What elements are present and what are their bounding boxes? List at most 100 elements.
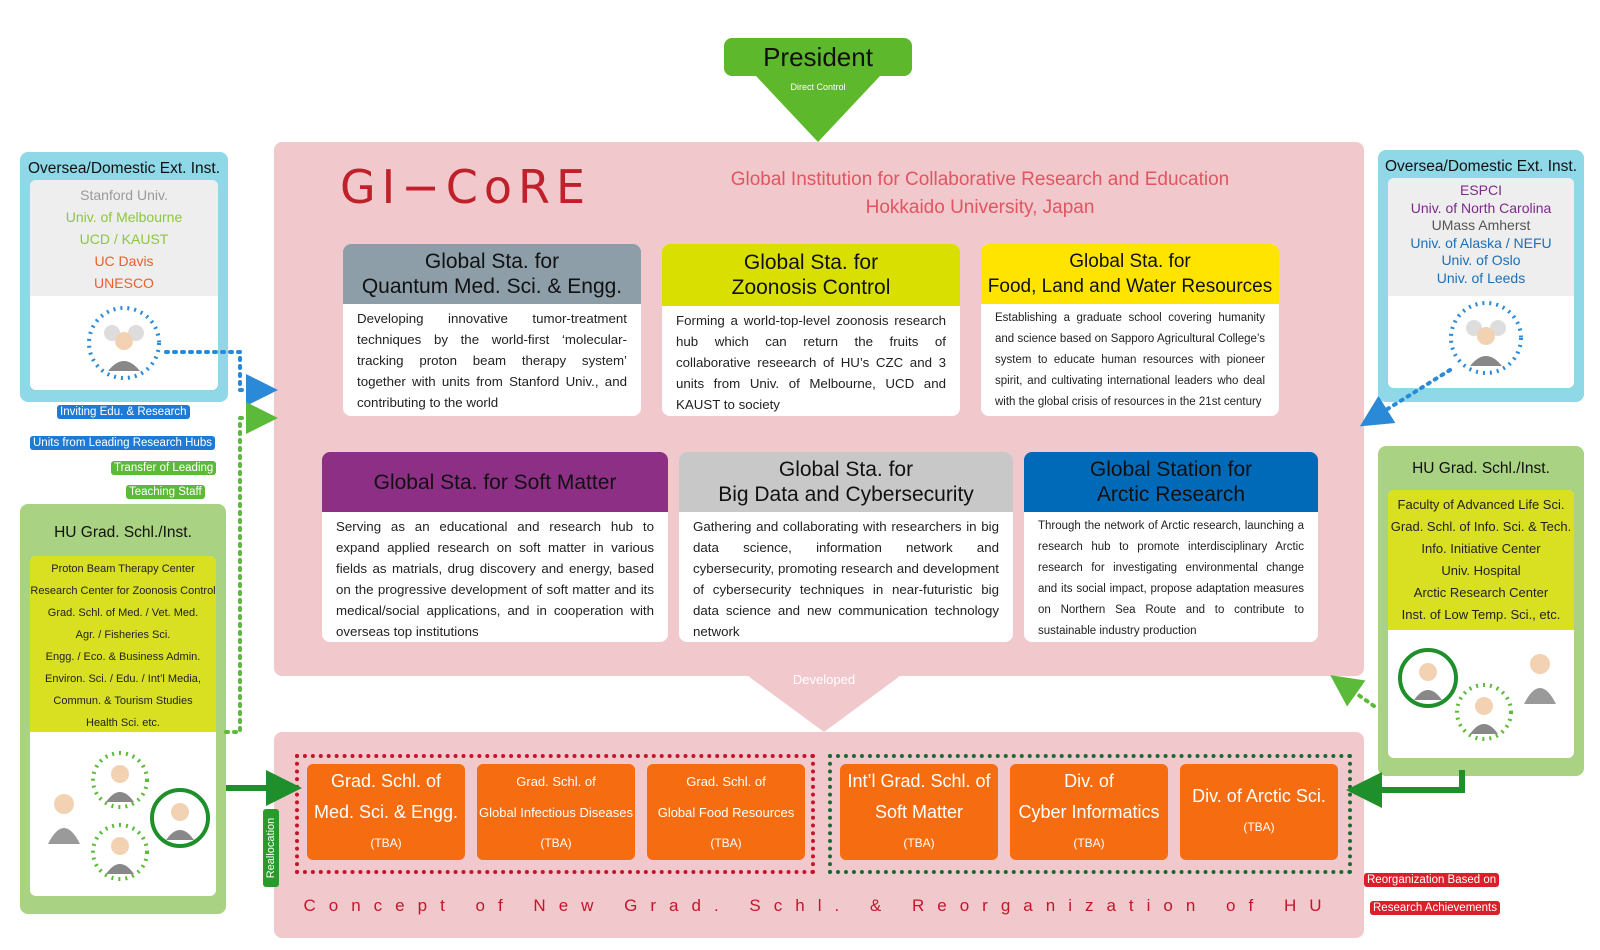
- list-item: UMass Amherst: [1431, 217, 1531, 233]
- transfer-label: Transfer of Leading: [111, 461, 217, 475]
- gicore-logo: GI−CoRE: [340, 160, 592, 214]
- institution-name-line2: Hokkaido University, Japan: [865, 197, 1095, 218]
- school-tba: (TBA): [370, 835, 402, 850]
- list-item: Univ. Hospital: [1441, 563, 1521, 578]
- direct-control-label: Direct Control: [790, 82, 846, 92]
- school-line1: Grad. Schl. of: [686, 773, 766, 789]
- left-ext-inst-list: Stanford Univ. Univ. of Melbourne UCD / …: [30, 180, 218, 296]
- station-soft-matter: Global Sta. for Soft Matter Serving as a…: [322, 452, 668, 642]
- list-item: Stanford Univ.: [80, 187, 168, 203]
- left-hu-list: Proton Beam Therapy Center Research Cent…: [30, 556, 216, 732]
- school-tba: (TBA): [1073, 835, 1105, 850]
- list-item: Inst. of Low Temp. Sci., etc.: [1401, 607, 1561, 622]
- station-title-line1: Global Sta. for: [778, 458, 914, 481]
- station-title-line2: Big Data and Cybersecurity: [718, 483, 974, 506]
- right-hu-list: Faculty of Advanced Life Sci. Grad. Schl…: [1388, 490, 1574, 630]
- list-item: Univ. of Alaska / NEFU: [1410, 234, 1552, 251]
- professor-icon: [48, 794, 80, 844]
- list-item: Arctic Research Center: [1413, 585, 1549, 600]
- direct-control-arrow: [756, 76, 880, 142]
- left-ext-inst-title: Oversea/Domestic Ext. Inst.: [27, 160, 221, 177]
- list-item: Grad. Schl. of Med. / Vet. Med.: [47, 607, 199, 619]
- list-item: Health Sci. etc.: [86, 717, 160, 729]
- school-line2: Soft Matter: [874, 801, 964, 822]
- list-item: Research Center for Zoonosis Control: [30, 585, 216, 597]
- school-cyber-informatics: Div. of Cyber Informatics (TBA): [1010, 764, 1168, 860]
- school-line1: Div. of: [1064, 770, 1114, 791]
- right-ext-inst-title: Oversea/Domestic Ext. Inst.: [1384, 158, 1578, 175]
- school-tba: (TBA): [1243, 820, 1275, 834]
- list-item: UCD / KAUST: [79, 231, 169, 247]
- station-description: Developing innovative tumor-treatment te…: [357, 311, 627, 410]
- school-line2: Global Food Resources: [657, 804, 795, 820]
- left-ext-inst-box: Stanford Univ. Univ. of Melbourne UCD / …: [30, 180, 218, 390]
- school-line2: Cyber Informatics: [1018, 801, 1160, 822]
- list-item: Info. Initiative Center: [1421, 541, 1541, 556]
- station-title-line2: Food, Land and Water Resources: [987, 276, 1273, 297]
- concept-caption: Concept of New Grad. Schl. & Reorganizat…: [303, 896, 1335, 915]
- station-header: Global Sta. for Soft Matter: [322, 452, 668, 512]
- station-title-line1: Global Sta. for: [743, 251, 879, 274]
- station-description: Forming a world-top-level zoonosis resea…: [676, 313, 946, 412]
- school-line2: Med. Sci. & Engg.: [313, 801, 459, 822]
- list-item: UNESCO: [94, 275, 154, 291]
- connector-left-hu: [224, 402, 278, 734]
- station-title-line2: Quantum Med. Sci. & Engg.: [361, 275, 623, 298]
- station-title-line1: Global Sta. for Soft Matter: [373, 470, 617, 494]
- school-group-green: [828, 754, 1352, 874]
- school-arctic-sci: Div. of Arctic Sci. (TBA): [1180, 764, 1338, 860]
- reorganization-label-line1: Reorganization Based on: [1364, 873, 1500, 887]
- list-item: Proton Beam Therapy Center: [51, 563, 195, 575]
- developed-label: Developed: [792, 672, 856, 687]
- staff-icon: [91, 823, 149, 881]
- connector-right-ext: [1359, 368, 1452, 427]
- list-item: Univ. of Melbourne: [65, 209, 183, 225]
- school-tba: (TBA): [540, 835, 572, 850]
- president-label: President: [763, 42, 873, 72]
- list-item: Grad. Schl. of Info. Sci. & Tech.: [1390, 519, 1572, 534]
- station-description: Through the network of Arctic research, …: [1038, 520, 1304, 637]
- units-label: Units from Leading Research Hubs: [30, 436, 215, 450]
- school-line1: Div. of Arctic Sci.: [1192, 786, 1326, 806]
- school-line1: Int’l Grad. Schl. of: [847, 770, 991, 791]
- reorganization-label-line2: Research Achievements: [1370, 901, 1501, 915]
- list-item: Univ. of North Carolina: [1410, 199, 1552, 216]
- station-title-line1: Global Sta. for: [1069, 251, 1191, 272]
- inviting-label: Inviting Edu. & Research: [57, 405, 190, 419]
- school-tba: (TBA): [903, 835, 935, 850]
- school-global-infectious: Grad. Schl. of Global Infectious Disease…: [477, 764, 635, 860]
- professor-icon: [1524, 654, 1556, 704]
- school-line2: Global Infectious Diseases: [479, 804, 633, 820]
- right-hu-title: HU Grad. Schl./Inst.: [1412, 460, 1550, 477]
- list-item: ESPCI: [1459, 182, 1502, 198]
- developed-arrow: [748, 676, 900, 732]
- station-title-line1: Global Sta. for: [424, 250, 560, 273]
- station-description: Establishing a graduate school covering …: [995, 312, 1265, 408]
- station-title-line1: Global Station for: [1089, 458, 1253, 481]
- staff-icon: [91, 751, 149, 809]
- reallocation-arrow-right: [1346, 770, 1465, 808]
- right-ext-inst-list: ESPCI Univ. of North Carolina UMass Amhe…: [1388, 178, 1574, 296]
- list-item: UC Davis: [94, 253, 154, 269]
- school-global-food: Grad. Schl. of Global Food Resources (TB…: [647, 764, 805, 860]
- researcher-group-icon: [1449, 301, 1523, 375]
- president-box: President: [724, 38, 912, 76]
- list-item: Engg. / Eco. & Business Admin.: [45, 651, 201, 663]
- school-tba: (TBA): [710, 835, 742, 850]
- school-group-red: [295, 754, 815, 874]
- connector-left-ext: [164, 350, 278, 406]
- list-item: Faculty of Advanced Life Sci.: [1397, 497, 1565, 512]
- institution-name: Global Institution for Collaborative Res…: [680, 166, 1280, 222]
- school-line1: Grad. Schl. of: [516, 773, 596, 789]
- institution-name-line1: Global Institution for Collaborative Res…: [730, 169, 1230, 190]
